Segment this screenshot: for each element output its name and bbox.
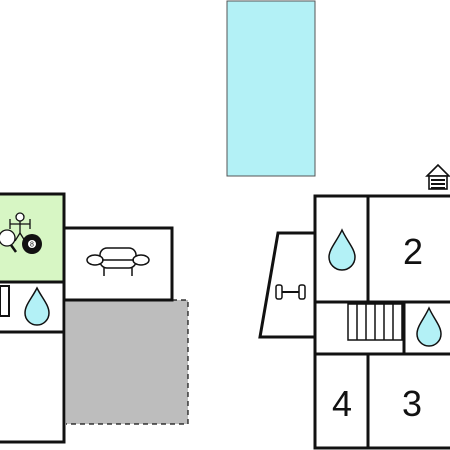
staircase xyxy=(347,303,403,341)
carport-outline xyxy=(66,299,189,425)
room-label-4: 4 xyxy=(332,383,352,424)
left-building: 8 xyxy=(0,192,189,444)
dumbbell-icon xyxy=(275,284,306,300)
pool xyxy=(226,0,316,177)
carport xyxy=(66,300,188,424)
bathroom-upper-water-drop-icon xyxy=(328,228,356,271)
room-label-2: 2 xyxy=(403,231,423,272)
bathroom-left-water-drop-icon xyxy=(24,286,50,326)
bathroom-lower-water-drop-icon xyxy=(416,306,442,347)
room-label-3: 3 xyxy=(402,383,422,424)
foosball-icon xyxy=(9,212,31,242)
sofa-icon xyxy=(86,247,150,276)
house-entrance-icon xyxy=(425,163,450,190)
billiard-ball-icon: 8 xyxy=(22,234,42,254)
right-building: 2 3 4 xyxy=(258,194,450,450)
table-tennis-icon xyxy=(0,229,18,253)
door xyxy=(0,285,10,317)
svg-text:8: 8 xyxy=(30,242,34,249)
